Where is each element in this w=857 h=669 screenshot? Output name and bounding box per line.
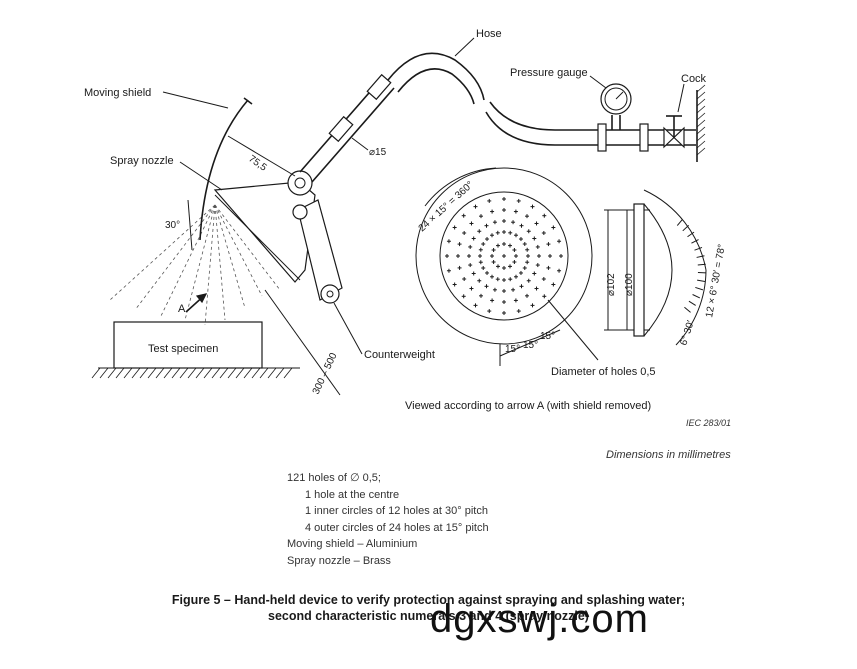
pressure-gauge <box>600 83 632 130</box>
pitch-1-label: 15° <box>505 344 520 355</box>
note-line: Spray nozzle – Brass <box>287 554 391 567</box>
nozzle-front-view <box>415 167 593 345</box>
cock-valve <box>663 115 685 149</box>
holes-angle-label: 24 × 15° = 360° <box>417 179 476 234</box>
side-angle-label: 12 × 6° 30′ = 78° <box>704 243 728 318</box>
dimensions-note: Dimensions in millimetres <box>606 449 731 461</box>
diameter-holes-label: Diameter of holes 0,5 <box>551 366 656 378</box>
iec-reference: IEC 283/01 <box>686 418 732 428</box>
supply-pipe <box>597 123 696 152</box>
note-line: Moving shield – Aluminium <box>287 538 418 550</box>
hose <box>387 52 605 146</box>
moving-shield <box>199 99 249 241</box>
counterweight-leader <box>333 302 363 355</box>
arrow-a-label: A <box>178 303 186 315</box>
dim-300-500-label: 300 – 500 <box>311 351 340 396</box>
nozzle-arc <box>214 194 301 281</box>
note-line: 121 holes of ∅ 0,5; <box>287 472 381 484</box>
notes-block: 121 holes of ∅ 0,5; 1 hole at the centre… <box>287 470 587 569</box>
angle-30-label: 30° <box>165 220 180 231</box>
pitch-3-label: 15° <box>540 331 555 342</box>
moving-shield-leader <box>162 91 229 109</box>
nozzle-side-view <box>604 189 707 346</box>
moving-shield-label: Moving shield <box>84 87 151 99</box>
caption-line-1: Figure 5 – Hand-held device to verify pr… <box>171 593 686 607</box>
pitch-2-label: 15° <box>523 340 538 351</box>
spray-nozzle-leader <box>179 161 223 191</box>
hose-leader <box>454 37 475 57</box>
wall <box>696 84 706 162</box>
watermark: dgxswj.com <box>430 597 649 641</box>
spray-lines <box>109 204 281 326</box>
test-specimen-block <box>113 321 263 369</box>
hose-label: Hose <box>476 28 502 40</box>
counterweight-arm <box>297 199 343 301</box>
counterweight <box>320 284 340 304</box>
cock-leader <box>677 83 685 113</box>
cock-label: Cock <box>681 73 707 85</box>
spray-holes <box>445 197 563 315</box>
diameter-holes-leader <box>547 299 599 361</box>
handle-pipe <box>299 73 395 183</box>
dim-75-5-label: 75,5 <box>246 153 269 173</box>
pivot-joint <box>287 170 313 196</box>
pressure-gauge-label: Pressure gauge <box>510 67 588 79</box>
counterweight-label: Counterweight <box>364 349 435 361</box>
caption-line-2: second characteristic numerals 3 and 4 (… <box>268 609 589 623</box>
side-angle-small-label: 6° 30′ <box>678 319 696 347</box>
viewed-according-label: Viewed according to arrow A (with shield… <box>405 400 651 412</box>
nozzle-body <box>213 181 316 283</box>
dim-102-label: ⌀102 <box>606 273 617 296</box>
note-line: 1 inner circles of 12 holes at 30° pitch <box>305 505 488 517</box>
spray-nozzle-label: Spray nozzle <box>110 155 174 167</box>
ground-hatch <box>91 367 300 379</box>
figure-caption: Figure 5 – Hand-held device to verify pr… <box>0 592 857 624</box>
dim-15-label: ⌀15 <box>369 147 387 158</box>
note-line: 1 hole at the centre <box>305 488 400 501</box>
pressure-gauge-leader <box>589 75 607 89</box>
test-specimen-label: Test specimen <box>148 343 218 355</box>
note-line: 4 outer circles of 24 holes at 15° pitch <box>305 521 489 534</box>
dim-100-label: ⌀100 <box>624 273 635 296</box>
